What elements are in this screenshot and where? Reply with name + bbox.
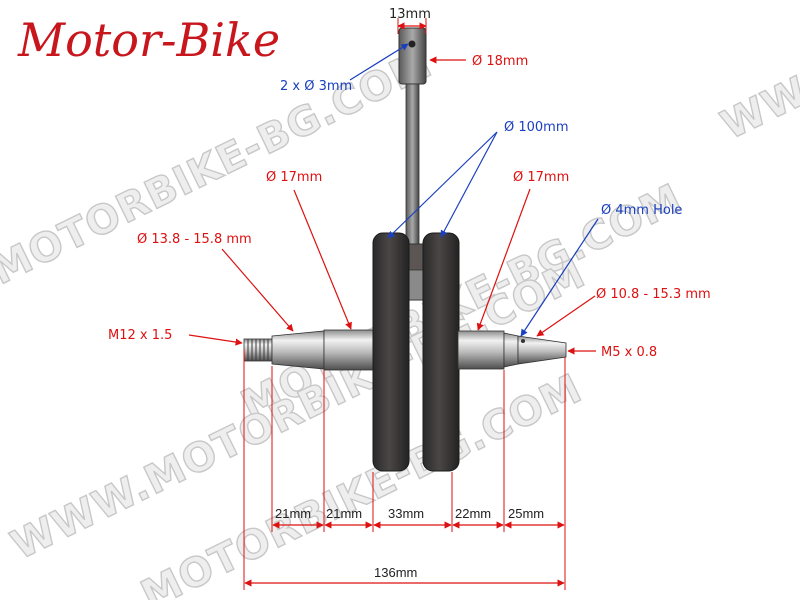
left-flywheel	[372, 232, 410, 472]
brand-title: Motor-Bike	[17, 13, 280, 67]
dimension-segment-label: 21mm	[275, 506, 311, 521]
left-thread-label: M12 x 1.5	[108, 328, 172, 343]
left-taper-label: Ø 13.8 - 15.8 mm	[137, 232, 252, 247]
crankshaft	[243, 27, 567, 472]
pin-holes-label: 2 x Ø 3mm	[280, 79, 352, 94]
oil-hole-label: Ø 4mm Hole	[601, 203, 682, 218]
dimension-segment-label: 21mm	[326, 506, 362, 521]
dimension-segment-label: 33mm	[388, 506, 424, 521]
dimension-total-label: 136mm	[374, 565, 417, 580]
right-shaft	[457, 330, 567, 370]
conrod-width-label: 13mm	[389, 7, 431, 22]
callouts: 13mm 2 x Ø 3mm Ø 18mm Ø 100mm Ø 17mm Ø 1…	[108, 7, 711, 360]
dimension-lines: 21mm 21mm 33mm 22mm 25mm 136mm	[243, 350, 566, 590]
right-flywheel	[422, 232, 460, 472]
right-journal-label: Ø 17mm	[513, 170, 569, 185]
small-end-label: Ø 18mm	[472, 54, 528, 69]
right-taper-label: Ø 10.8 - 15.3 mm	[596, 287, 711, 302]
dimension-segment-label: 22mm	[455, 506, 491, 521]
left-journal-label: Ø 17mm	[266, 170, 322, 185]
left-shaft	[243, 329, 375, 371]
watermark-text: WW	[714, 68, 800, 149]
dimension-segment-label: 25mm	[508, 506, 544, 521]
flywheel-diameter-label: Ø 100mm	[504, 120, 569, 135]
right-thread-label: M5 x 0.8	[601, 345, 657, 360]
